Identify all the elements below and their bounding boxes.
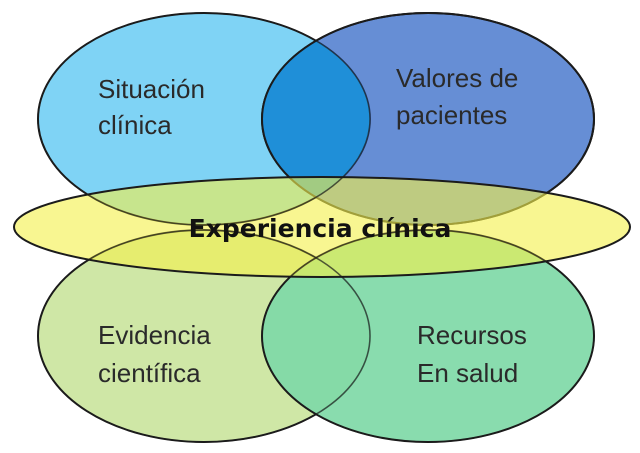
valores-de-pacientes-label: Valores de pacientes xyxy=(396,63,526,130)
valores-line2: pacientes xyxy=(396,100,507,130)
outline-situacion xyxy=(37,12,371,226)
evidencia-cientifica-label: Evidencia científica xyxy=(98,320,218,388)
situacion-line1: Situación xyxy=(98,74,205,104)
ellipse-experiencia-clinica xyxy=(13,176,631,278)
overlap-situacion-valores xyxy=(262,13,370,225)
situacion-line2: clínica xyxy=(98,110,172,140)
valores-line1: Valores de xyxy=(396,63,518,93)
evidencia-line2: científica xyxy=(98,358,201,388)
recursos-line2: En salud xyxy=(417,358,518,388)
outline-recursos xyxy=(261,229,595,443)
experiencia-clinica-label: Experiencia clínica xyxy=(189,214,452,243)
outline-evidencia xyxy=(37,229,371,443)
recursos-line1: Recursos xyxy=(417,320,527,350)
evidencia-line1: Evidencia xyxy=(98,320,211,350)
recursos-en-salud-label: Recursos En salud xyxy=(417,320,534,388)
situacion-clinica-label: Situación clínica xyxy=(98,74,212,140)
